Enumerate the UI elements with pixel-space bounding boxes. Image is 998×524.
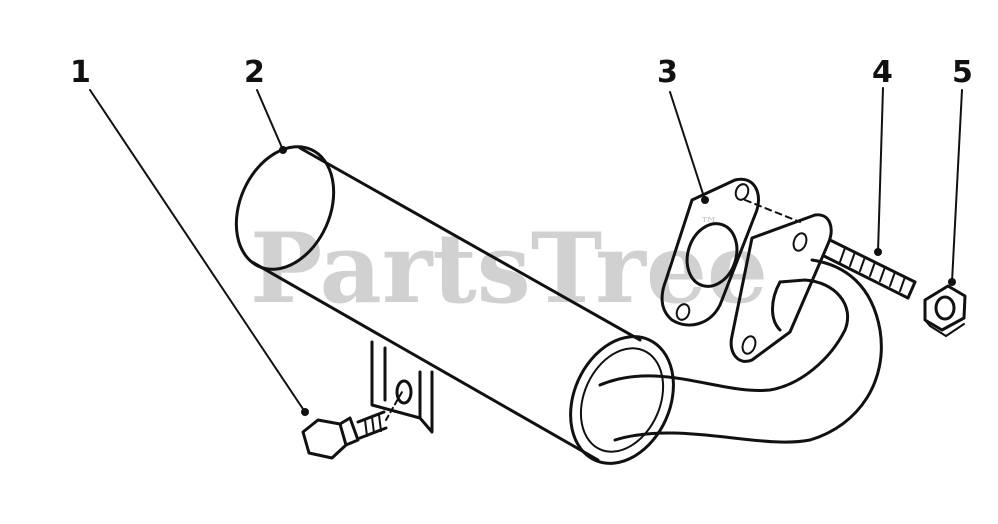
exhaust-pipe[interactable] <box>598 213 883 444</box>
gasket-part[interactable] <box>660 177 801 327</box>
leader-lines <box>89 87 963 416</box>
muffler-part[interactable] <box>218 131 693 480</box>
callout-4[interactable]: 4 <box>872 55 893 90</box>
callout-5[interactable]: 5 <box>952 55 973 90</box>
watermark-text: PartsTree <box>250 212 768 325</box>
callout-3[interactable]: 3 <box>657 55 678 90</box>
callout-2[interactable]: 2 <box>244 55 265 90</box>
stud-bolt-part[interactable] <box>822 238 917 300</box>
hex-nut-part[interactable] <box>923 284 967 338</box>
flange-bolt-part[interactable] <box>301 391 403 460</box>
callout-1[interactable]: 1 <box>70 55 91 90</box>
